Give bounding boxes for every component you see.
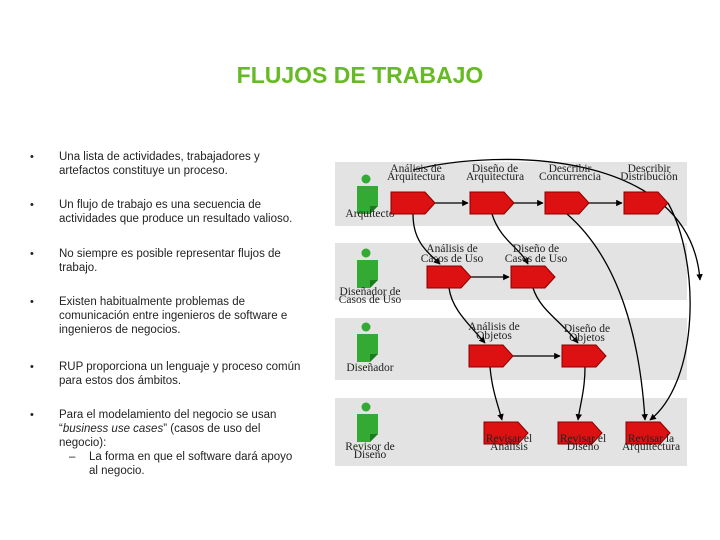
flow-arrow	[491, 213, 529, 265]
worker-head	[361, 248, 371, 258]
activity-label: Arquitectura	[387, 171, 445, 183]
activity-label: Distribución	[620, 171, 678, 183]
bullet-text: No siempre es posible representar flujos…	[59, 248, 281, 274]
bullet-text: RUP proporciona un lenguaje y proceso co…	[59, 361, 301, 387]
activity-shape	[426, 265, 472, 289]
bullet-text: Un flujo de trabajo es una secuencia de …	[59, 199, 293, 225]
bullet-text-after: ” (casos de uso del negocio):	[59, 423, 261, 449]
swimlane-band	[335, 318, 687, 380]
activity-shape	[483, 421, 529, 445]
flow-arrow	[412, 158, 703, 281]
activity-label: Revisar el	[486, 433, 532, 445]
activity-shape	[390, 191, 436, 215]
activity-label: Describir	[549, 163, 592, 175]
flow-arrow	[448, 287, 486, 344]
activity-label: Describir	[628, 163, 671, 175]
sub-bullet-dash: –	[69, 451, 76, 463]
activity-shape	[561, 344, 607, 368]
worker-label: Diseñador de	[340, 286, 401, 298]
flow-arrow	[649, 202, 691, 421]
bullet-text-before: Para el modelamiento del negocio se usan…	[59, 409, 277, 435]
worker-fold	[370, 434, 378, 442]
flow-arrow	[532, 287, 579, 344]
activity-label: Revisar la	[628, 433, 674, 445]
activity-label: Análisis de	[426, 243, 477, 255]
activity-label: Análisis de	[390, 163, 441, 175]
flow-arrow	[575, 366, 586, 421]
worker-head	[361, 174, 371, 184]
activity-label: Análisis	[490, 441, 528, 453]
bullet-text: Existen habitualmente problemas de comun…	[59, 296, 288, 336]
sub-bullet: – La forma en que el software dará apoyo …	[69, 450, 304, 478]
bullet-dot: •	[30, 199, 34, 211]
activity-shape	[469, 191, 515, 215]
activity-label: Objetos	[476, 330, 512, 342]
flow-arrow	[566, 213, 648, 421]
bullet-dot: •	[30, 296, 34, 308]
activity-label: Arquitectura	[622, 441, 680, 453]
worker-icon	[357, 248, 378, 288]
bullet-text-italic: business use cases	[62, 423, 164, 435]
bullet-dot: •	[30, 361, 34, 373]
activity-shape	[510, 265, 556, 289]
activity-label: Diseño	[567, 441, 600, 453]
worker-icon	[357, 402, 378, 442]
worker-fold	[370, 206, 378, 214]
activity-label: Revisar el	[560, 433, 606, 445]
activity-label: Diseño de	[513, 243, 559, 255]
activity-label: Casos de Uso	[421, 253, 484, 265]
worker-label: Diseñador	[346, 362, 393, 374]
activity-label: Concurrencia	[539, 171, 601, 183]
worker-icon	[357, 174, 378, 214]
activity-label: Diseño de	[564, 323, 610, 335]
sub-bullet-text: La forma en que el software dará apoyo a…	[89, 451, 293, 477]
activity-shape	[544, 191, 590, 215]
bullet-text: Una lista de actividades, trabajadores y…	[59, 151, 260, 177]
worker-icon	[357, 322, 378, 362]
activity-label: Casos de Uso	[505, 253, 568, 265]
worker-head	[361, 402, 371, 412]
worker-fold	[370, 280, 378, 288]
worker-label: Arquitecto	[345, 208, 394, 220]
flow-arrow	[489, 366, 504, 421]
activity-label: Arquitectura	[466, 171, 524, 183]
bullet-text: Para el modelamiento del negocio se usan…	[59, 408, 304, 478]
worker-head	[361, 322, 371, 332]
activity-label: Objetos	[569, 332, 605, 344]
worker-fold	[370, 354, 378, 362]
activity-label: Análisis de	[468, 321, 519, 333]
activity-label: Diseño de	[472, 163, 518, 175]
activity-shape	[625, 421, 671, 445]
activity-shape	[557, 421, 603, 445]
worker-label: Revisor de	[345, 441, 395, 453]
activity-shape	[468, 344, 514, 368]
flow-arrow	[412, 213, 441, 265]
bullet-dot: •	[30, 248, 34, 260]
activity-shape	[623, 191, 669, 215]
page-title: FLUJOS DE TRABAJO	[236, 62, 484, 88]
worker-label: Diseño	[354, 449, 387, 461]
flow-arrows	[412, 158, 703, 421]
worker-label: Casos de Uso	[339, 294, 402, 306]
bullet-dot: •	[30, 151, 34, 163]
bullet-dot: •	[30, 409, 34, 421]
